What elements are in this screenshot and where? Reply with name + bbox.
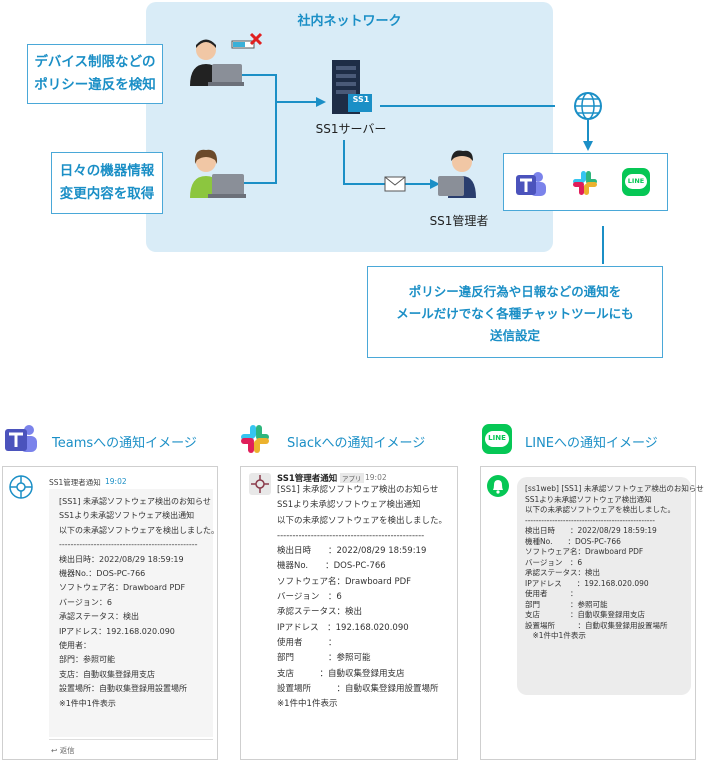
teams-icon: [516, 172, 546, 196]
admin-label: SS1管理者: [429, 214, 489, 228]
reply-button[interactable]: ↩ 返信: [51, 746, 75, 755]
user-at-laptop-icon: [190, 39, 244, 86]
admin-icon: [438, 150, 476, 198]
line-preview-title: LINEへの通知イメージ: [525, 436, 658, 451]
server-badge: SS1: [352, 95, 370, 104]
teams-preview-card: SS1管理者通知 19:02 [SS1] 未承認ソフトウェア検出のお知らせ SS…: [2, 466, 219, 760]
reply-divider: [49, 739, 213, 740]
message-time: 19:02: [365, 473, 387, 482]
mail-icon: [384, 176, 406, 192]
server-label: SS1サーバー: [315, 122, 387, 136]
message-body: [SS1] 未承認ソフトウェア検出のお知らせ SS1より未承認ソフトウェア検出通…: [59, 497, 219, 708]
teams-icon: [5, 425, 37, 452]
message-bubble: [49, 489, 213, 737]
bot-avatar-icon: [249, 473, 271, 495]
slack-icon: [241, 425, 269, 453]
app-badge: アプリ: [340, 473, 364, 483]
message-bubble: [517, 477, 691, 695]
sender-name: SS1管理者通知: [277, 474, 338, 484]
sender-name: SS1管理者通知: [49, 478, 101, 487]
slack-icon: [573, 171, 597, 195]
message-body: [SS1] 未承認ソフトウェア検出のお知らせ SS1より未承認ソフトウェア検出通…: [277, 485, 448, 710]
connector-lines: [240, 74, 604, 264]
slack-preview-title: Slackへの通知イメージ: [287, 436, 426, 451]
bot-avatar-icon: [9, 475, 33, 499]
user-at-laptop-icon: [190, 149, 246, 198]
reply-icon: ↩: [51, 746, 58, 755]
inventory-callout: 日々の機器情報 変更内容を取得: [51, 152, 163, 214]
bell-icon: [487, 475, 509, 497]
device-blocked-icon: [231, 32, 263, 49]
server-icon: [332, 60, 372, 114]
message-body: [ss1web] [SS1] 未承認ソフトウェア検出のお知らせ SS1より未承認…: [525, 484, 704, 640]
globe-icon: [574, 92, 602, 120]
policy-violation-callout: デバイス制限などの ポリシー違反を検知: [27, 44, 163, 104]
line-icon: LINE: [622, 168, 650, 196]
line-preview-card: [ss1web] [SS1] 未承認ソフトウェア検出のお知らせ SS1より未承認…: [480, 466, 704, 760]
slack-preview-card: SS1管理者通知 アプリ 19:02 [SS1] 未承認ソフトウェア検出のお知ら…: [240, 466, 458, 760]
network-label: 社内ネットワーク: [297, 14, 402, 29]
teams-preview-title: Teamsへの通知イメージ: [52, 436, 197, 451]
chat-notification-callout: ポリシー違反行為や日報などの通知を メールだけでなく各種チャットツールにも 送信…: [367, 266, 663, 358]
message-time: 19:02: [105, 477, 127, 486]
line-icon: LINE: [482, 424, 512, 454]
